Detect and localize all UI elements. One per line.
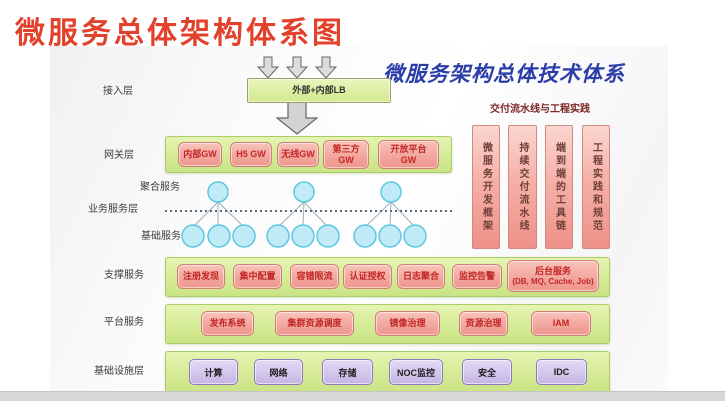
platform-box-label: 集群资源调度 [287, 318, 342, 329]
supporting-box-label: 集中配置 [239, 271, 276, 282]
gateway-box-label: H5 GW [236, 149, 266, 160]
service-circle [207, 224, 231, 248]
gateway-box-wireless: 无线GW [277, 142, 319, 167]
service-circle [266, 224, 290, 248]
platform-box-label: 发布系统 [209, 318, 246, 329]
service-circle [207, 181, 229, 203]
supporting-box-monitoring: 监控告警 [452, 264, 502, 289]
gateway-box-label: 开放平台 [390, 144, 427, 155]
infra-box-security: 安全 [462, 359, 512, 385]
supporting-box-registry: 注册发现 [177, 264, 225, 289]
pipeline-box-dev-framework: 微服务开发框架 [472, 125, 500, 249]
layer-label-gateway: 网关层 [104, 150, 134, 161]
gateway-box-label: 内部GW [183, 149, 217, 160]
platform-box-release: 发布系统 [201, 311, 254, 336]
service-circle [378, 224, 402, 248]
supporting-box-label: 认证授权 [349, 271, 386, 282]
service-tree-connectors [193, 201, 415, 227]
label-basic-services: 基础服务 [141, 231, 181, 242]
service-circle [181, 224, 205, 248]
supporting-box-auth: 认证授权 [343, 264, 392, 289]
service-circle [403, 224, 427, 248]
layer-label-platform: 平台服务 [104, 317, 144, 328]
platform-box-scheduling: 集群资源调度 [275, 311, 354, 336]
infra-box-label: 安全 [477, 367, 496, 378]
load-balancer-label: 外部+内部LB [292, 85, 346, 96]
infra-box-noc: NOC监控 [389, 359, 443, 385]
supporting-box-backend: 后台服务 (DB, MQ, Cache, Job) [507, 260, 599, 292]
supporting-box-label: 容错限流 [296, 271, 333, 282]
gateway-box-openplatform: 开放平台 GW [378, 140, 439, 169]
lb-to-gateway-arrow-icon [275, 100, 319, 135]
infra-box-idc: IDC [536, 359, 587, 385]
supporting-box-label: 监控告警 [458, 271, 495, 282]
gateway-box-thirdparty: 第三方 GW [323, 140, 369, 169]
supporting-box-label: 注册发现 [182, 271, 219, 282]
supporting-box-logging: 日志聚合 [397, 264, 445, 289]
layer-label-business: 业务服务层 [88, 204, 138, 215]
infra-box-label: 网络 [269, 367, 288, 378]
inbound-arrow-icon [314, 56, 338, 79]
gateway-box-label: GW [338, 154, 354, 165]
supporting-box-config: 集中配置 [233, 264, 282, 289]
service-circle [232, 224, 256, 248]
page-title: 微服务总体架构体系图 [15, 17, 345, 50]
infra-box-label: IDC [553, 367, 570, 377]
infra-box-storage: 存储 [322, 359, 373, 385]
supporting-box-label: 后台服务 [534, 266, 571, 277]
inbound-arrow-icon [285, 56, 309, 79]
infra-box-label: NOC监控 [397, 367, 435, 378]
infra-box-label: 存储 [338, 367, 357, 378]
platform-box-image-governance: 镜像治理 [375, 311, 440, 336]
infra-box-network: 网络 [254, 359, 303, 385]
gateway-box-label: 第三方 [332, 144, 360, 155]
pipeline-box-cd-pipeline: 持续交付流水线 [508, 125, 537, 249]
platform-box-label: 资源治理 [465, 318, 502, 329]
aggregation-service-circles [207, 181, 402, 203]
platform-box-label: 镜像治理 [389, 318, 426, 329]
infra-box-compute: 计算 [189, 359, 238, 385]
layer-label-infrastructure: 基础设施层 [94, 366, 144, 377]
bottom-edge-strip [0, 391, 725, 401]
supporting-box-faulttolerance: 容错限流 [290, 264, 339, 289]
pipeline-box-toolchain: 端到端的工具链 [545, 125, 573, 249]
pipeline-box-label: 工程实践和规范 [590, 141, 602, 233]
gateway-box-label: 无线GW [281, 149, 315, 160]
pipeline-box-practices: 工程实践和规范 [582, 125, 610, 249]
load-balancer-box: 外部+内部LB [247, 78, 391, 103]
service-circle [380, 181, 402, 203]
platform-box-label: IAM [552, 318, 570, 329]
pipeline-box-label: 持续交付流水线 [517, 141, 528, 233]
layer-label-access: 接入层 [103, 86, 133, 97]
service-circle [353, 224, 377, 248]
supporting-box-sublabel: (DB, MQ, Cache, Job) [512, 276, 594, 286]
gateway-box-h5: H5 GW [230, 142, 272, 167]
pipeline-box-label: 微服务开发框架 [480, 141, 492, 233]
infrastructure-layer-container [165, 351, 610, 394]
layer-label-supporting: 支撑服务 [104, 270, 144, 281]
basic-service-circles [181, 224, 427, 248]
service-circle [293, 181, 315, 203]
inbound-arrow-icon [256, 56, 280, 79]
service-circle [291, 224, 315, 248]
infra-box-label: 计算 [204, 367, 223, 378]
pipeline-header: 交付流水线与工程实践 [490, 104, 590, 115]
platform-box-iam: IAM [531, 311, 591, 336]
gateway-box-internal: 内部GW [178, 142, 222, 167]
label-aggregation-services: 聚合服务 [140, 182, 180, 193]
platform-box-resource-governance: 资源治理 [459, 311, 508, 336]
pipeline-box-label: 端到端的工具链 [553, 141, 565, 233]
supporting-box-label: 日志聚合 [402, 271, 439, 282]
service-circle [316, 224, 340, 248]
gateway-box-label: GW [400, 154, 417, 165]
slide-title: 微服务架构总体技术体系 [383, 61, 625, 86]
